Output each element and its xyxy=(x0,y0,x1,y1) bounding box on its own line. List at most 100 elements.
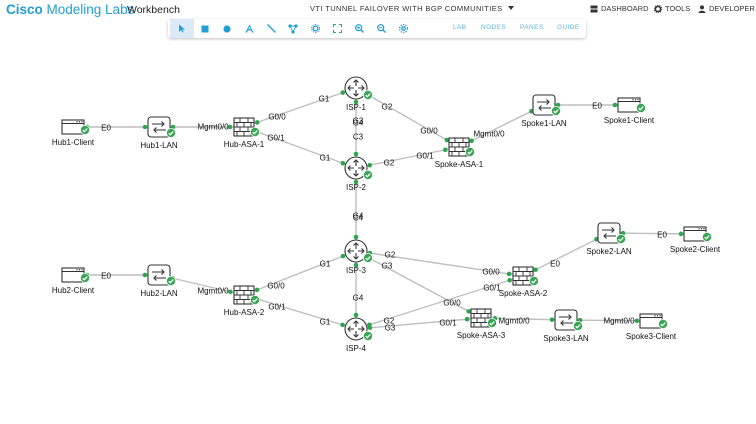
pointer-tool-button[interactable] xyxy=(170,19,194,38)
ellipse-tool-button[interactable] xyxy=(216,19,238,38)
link-isp-2-spoke-asa-1[interactable] xyxy=(355,146,460,169)
square-icon xyxy=(201,25,209,32)
node-hub2-lan[interactable] xyxy=(147,264,176,286)
link-isp-3-spoke-asa-2[interactable] xyxy=(355,250,524,277)
status-ok-icon xyxy=(487,315,497,333)
interface-label: E0 xyxy=(550,259,560,269)
link-hub-asa-1-isp-2[interactable] xyxy=(243,126,357,169)
link-isp-3-spoke-asa-3[interactable] xyxy=(355,250,482,319)
interface-port-dot xyxy=(469,138,474,144)
tab-lab[interactable]: LAB xyxy=(453,24,467,31)
interface-label: G0/1 xyxy=(267,133,285,143)
node-hub1-client[interactable] xyxy=(61,119,90,135)
node-hub-asa-2[interactable] xyxy=(233,285,260,305)
host-icon xyxy=(61,119,85,140)
dashboard-icon xyxy=(590,5,598,12)
nav-tools-label: TOOLS xyxy=(665,4,691,13)
node-spoke1-lan[interactable] xyxy=(532,94,561,116)
node-hub2-client[interactable] xyxy=(61,267,90,283)
status-ok-icon xyxy=(363,328,373,346)
nav-developer[interactable]: DEVELOPER xyxy=(698,4,755,13)
node-spoke1-client[interactable] xyxy=(617,97,646,113)
node-label-spoke2-lan: Spoke2-LAN xyxy=(586,247,632,256)
status-ok-icon xyxy=(529,273,539,291)
node-settings-button[interactable] xyxy=(304,19,326,38)
link-isp-4-spoke-asa-2[interactable] xyxy=(355,275,524,330)
interface-port-dot xyxy=(353,179,359,185)
tab-nodes[interactable]: NODES xyxy=(481,24,507,31)
lab-title-dropdown[interactable]: VTI TUNNEL FAILOVER WITH BGP COMMUNITIES xyxy=(310,4,514,13)
host-icon xyxy=(61,267,85,288)
interface-port-dot xyxy=(142,124,148,130)
node-label-spoke3-client: Spoke3-Client xyxy=(625,332,677,341)
interface-label: Mgmt0/0 xyxy=(197,286,229,296)
node-hub-asa-1[interactable] xyxy=(233,117,260,137)
node-label-isp-4: ISP-4 xyxy=(345,344,367,353)
link-isp-1-spoke-asa-1[interactable] xyxy=(355,87,460,148)
interface-port-dot xyxy=(353,99,359,105)
status-ok-icon xyxy=(616,231,626,249)
interface-label: G4 xyxy=(352,118,364,128)
interface-label: G0/0 xyxy=(443,298,461,308)
node-label-spoke-asa-2: Spoke-ASA-2 xyxy=(498,289,548,298)
interface-label: G3 xyxy=(381,261,393,271)
node-isp-4[interactable] xyxy=(344,317,373,341)
node-spoke3-client[interactable] xyxy=(639,313,668,329)
status-ok-icon xyxy=(250,124,260,142)
interface-label: G0/0 xyxy=(482,267,500,277)
interface-port-dot xyxy=(506,271,512,277)
status-ok-icon xyxy=(80,122,90,140)
status-ok-icon xyxy=(702,229,712,247)
node-isp-3[interactable] xyxy=(344,239,373,263)
status-ok-icon xyxy=(363,250,373,268)
router-icon xyxy=(344,239,368,268)
zoom-out-button[interactable] xyxy=(370,19,392,38)
interface-label: C4 xyxy=(352,213,364,223)
interface-port-dot xyxy=(142,272,148,278)
zoom-in-button[interactable] xyxy=(348,19,370,38)
interface-label: G0/0 xyxy=(420,126,438,136)
link-isp-4-spoke-asa-3[interactable] xyxy=(355,317,482,330)
tab-panes[interactable]: PANES xyxy=(520,24,544,31)
node-spoke-asa-3[interactable] xyxy=(470,308,497,328)
node-spoke3-lan[interactable] xyxy=(554,309,583,331)
link-hub-asa-2-isp-4[interactable] xyxy=(243,294,357,330)
link-hub-asa-2-isp-3[interactable] xyxy=(243,250,357,296)
app-logo[interactable]: Cisco Modeling Labs xyxy=(6,2,135,17)
node-isp-2[interactable] xyxy=(344,156,373,180)
node-hub1-lan[interactable] xyxy=(147,116,176,138)
interface-label: G3 xyxy=(352,116,364,126)
interface-label: E0 xyxy=(101,271,111,281)
node-label-hub1-lan: Hub1-LAN xyxy=(140,141,178,150)
rectangle-tool-button[interactable] xyxy=(194,19,216,38)
node-spoke-asa-1[interactable] xyxy=(448,137,475,157)
firewall-icon xyxy=(233,117,255,142)
status-ok-icon xyxy=(636,100,646,118)
fit-screen-icon xyxy=(332,24,342,33)
link-hub-asa-1-isp-1[interactable] xyxy=(243,87,357,128)
top-bar: Cisco Modeling Labs Workbench VTI TUNNEL… xyxy=(0,0,756,20)
nav-dashboard[interactable]: DASHBOARD xyxy=(590,4,649,13)
nav-developer-label: DEVELOPER xyxy=(709,4,755,13)
canvas-settings-button[interactable] xyxy=(392,19,414,38)
interface-port-dot xyxy=(533,267,538,273)
interface-label: G0/1 xyxy=(439,318,457,328)
tab-guide[interactable]: GUIDE xyxy=(557,24,580,31)
switch-icon xyxy=(554,309,578,336)
firewall-icon xyxy=(470,308,492,333)
node-isp-1[interactable] xyxy=(344,76,373,100)
node-spoke2-client[interactable] xyxy=(683,226,712,242)
node-spoke-asa-2[interactable] xyxy=(512,266,539,286)
line-tool-button[interactable] xyxy=(260,19,282,38)
add-node-button[interactable] xyxy=(282,19,304,38)
interface-label: Mgmt0/0 xyxy=(197,122,229,132)
interface-port-dot xyxy=(254,120,260,125)
node-spoke2-lan[interactable] xyxy=(597,222,626,244)
interface-label: G0/1 xyxy=(268,302,286,312)
text-tool-button[interactable] xyxy=(238,19,260,38)
lab-title: VTI TUNNEL FAILOVER WITH BGP COMMUNITIES xyxy=(310,4,503,13)
fit-to-screen-button[interactable] xyxy=(326,19,348,38)
nav-tools[interactable]: TOOLS xyxy=(654,4,690,13)
interface-port-dot xyxy=(353,312,359,318)
